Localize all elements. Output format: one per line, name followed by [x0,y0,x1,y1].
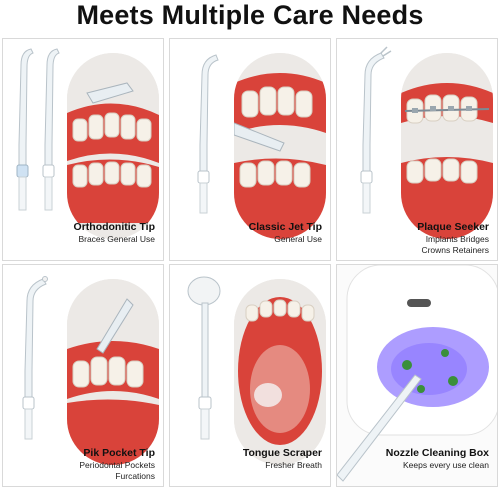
caption-line: Braces General Use [78,234,155,244]
caption-line: General Use [274,234,322,244]
panel-orthodontic-tip: Orthodonitic Tip Braces General Use [2,38,164,261]
caption-line: Periodontal Pockets [79,460,155,470]
teeth-braces-bracket-image [401,53,493,239]
page-title: Meets Multiple Care Needs [76,0,424,30]
caption-line: Implants Bridges [425,234,489,244]
orthodontic-tip-image [7,45,77,215]
caption-title: Classic Jet Tip [248,221,322,233]
caption-title: Pik Pocket Tip [83,447,155,459]
teeth-jet-image [234,53,326,239]
caption-tongue-scraper: Tongue Scraper Fresher Breath [243,447,322,471]
panel-tongue-scraper: Tongue Scraper Fresher Breath [169,264,331,487]
caption-line: Furcations [115,470,155,481]
caption-nozzle-box: Nozzle Cleaning Box Keeps every use clea… [386,447,489,471]
caption-title: Orthodonitic Tip [73,221,155,233]
pik-pocket-tip-image [13,271,57,446]
panel-plaque-seeker: Plaque Seeker Implants Bridges Crowns Re… [336,38,498,261]
tongue-scraper-tip-image [180,271,230,446]
uv-cleaning-box-image [337,265,497,486]
teeth-pocket-image [67,279,159,465]
panel-pik-pocket-tip: Pik Pocket Tip Periodontal Pockets Furca… [2,264,164,487]
caption-line: Fresher Breath [265,460,322,470]
panel-classic-jet-tip: Classic Jet Tip General Use [169,38,331,261]
caption-title: Nozzle Cleaning Box [385,447,489,459]
caption-classic-jet: Classic Jet Tip General Use [249,221,322,245]
panel-nozzle-cleaning-box: Nozzle Cleaning Box Keeps every use clea… [336,264,498,487]
caption-orthodontic: Orthodonitic Tip Braces General Use [74,221,155,245]
mouth-tongue-image [234,279,326,465]
caption-line: Keeps every use clean [403,460,489,470]
plaque-seeker-tip-image [351,45,395,220]
caption-line: Crowns Retainers [421,244,489,255]
classic-jet-tip-image [188,45,228,220]
caption-pik-pocket: Pik Pocket Tip Periodontal Pockets Furca… [79,447,155,481]
caption-title: Plaque Seeker [417,221,489,233]
caption-title: Tongue Scraper [242,447,322,459]
teeth-braces-image [67,53,159,239]
caption-plaque-seeker: Plaque Seeker Implants Bridges Crowns Re… [417,221,489,255]
